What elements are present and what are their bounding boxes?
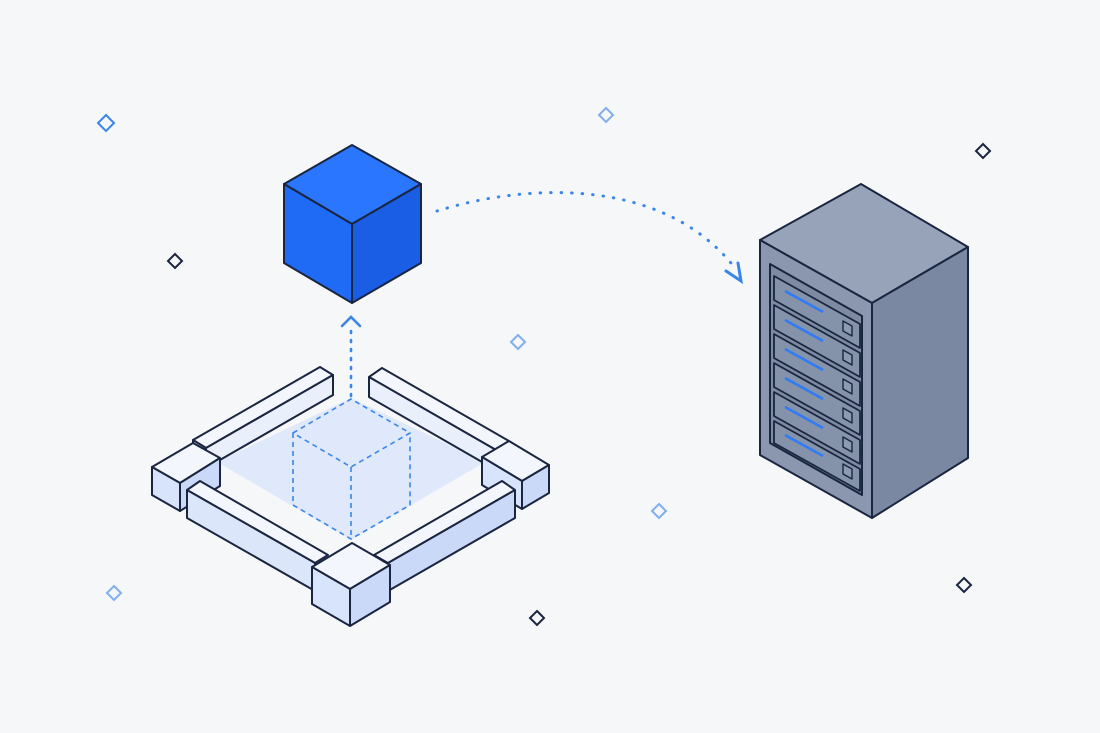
diamond-sparkle-icon xyxy=(974,142,992,160)
tray-wall-front-right xyxy=(373,480,516,592)
server-drive-bays xyxy=(773,275,861,492)
diamond-sparkle-icon xyxy=(955,576,973,594)
tray-corner-front xyxy=(311,542,391,627)
drive-bay-4 xyxy=(773,362,861,436)
diamond-sparkle-icon xyxy=(650,502,668,520)
diamond-sparkle-icon xyxy=(166,252,184,270)
diamond-sparkle-icon xyxy=(105,584,123,602)
dashed-cube-outline-icon xyxy=(292,398,411,540)
drive-bay-3 xyxy=(773,333,861,407)
drive-bay-6 xyxy=(773,420,861,492)
diamond-sparkle-icon xyxy=(528,609,546,627)
diamond-sparkle-icon xyxy=(597,106,615,124)
decorative-diamonds xyxy=(96,106,992,627)
cube-right-face xyxy=(351,183,422,304)
solid-cube-icon xyxy=(283,144,422,304)
drive-bay-2 xyxy=(773,304,861,378)
drive-bay-1 xyxy=(773,275,861,349)
diamond-sparkle-icon xyxy=(509,333,527,351)
drive-bay-5 xyxy=(773,391,861,465)
container-tray xyxy=(151,366,550,627)
arrow-up-icon xyxy=(340,315,362,398)
curved-dotted-arrow-icon xyxy=(435,191,744,285)
diamond-sparkle-icon xyxy=(96,113,116,133)
